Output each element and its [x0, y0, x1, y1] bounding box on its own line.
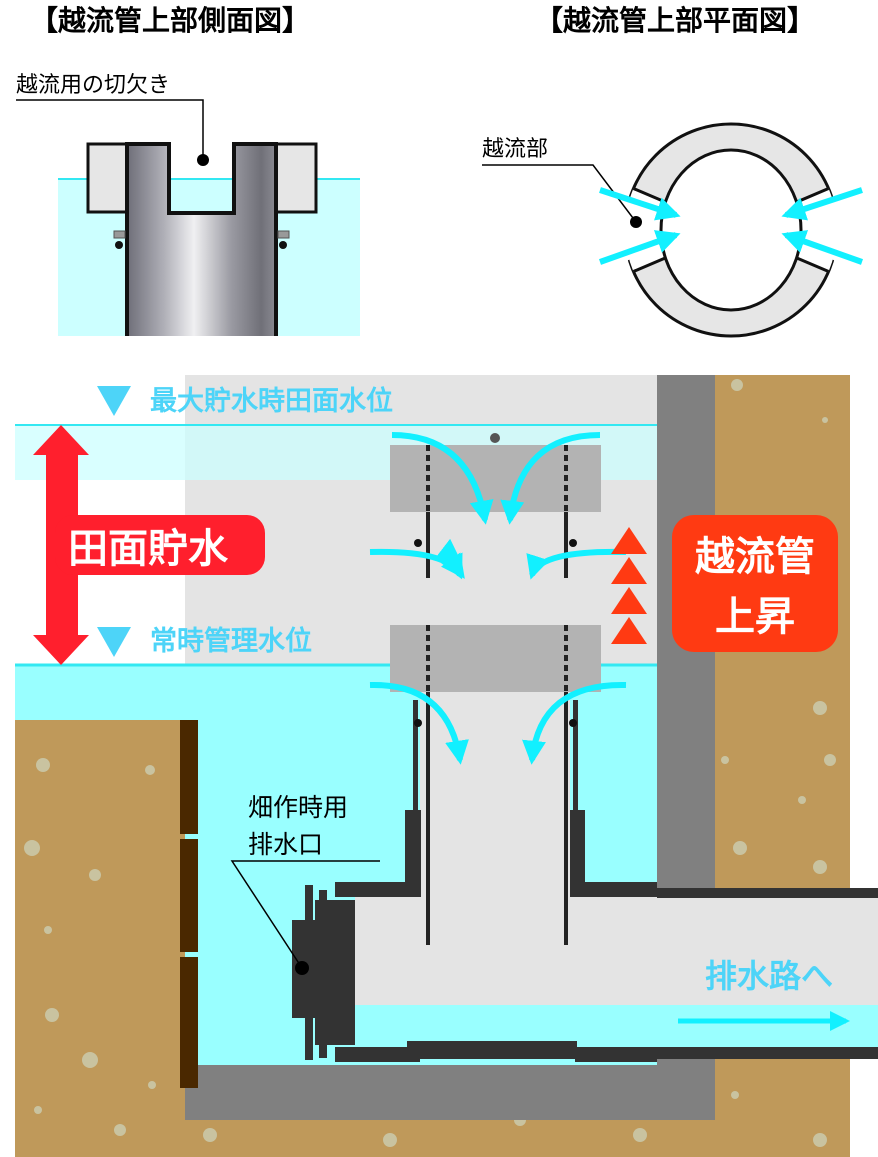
- storage-label: 田面貯水: [68, 526, 229, 572]
- outlet-cap: [292, 885, 355, 1060]
- overflow-flow-arrows: [369, 432, 627, 765]
- overflow-pointer-dot: [630, 216, 642, 228]
- drain-pipe-water: [355, 1005, 878, 1047]
- outlet-leader-line: [230, 860, 380, 969]
- o-ring-left: [113, 230, 126, 249]
- overflow-leader-line: [482, 164, 637, 223]
- normal-level-label: 常時管理水位: [150, 625, 312, 657]
- overflow-pipe-raised: [390, 433, 601, 578]
- max-level-marker-icon: [97, 386, 131, 416]
- collar-left: [86, 142, 130, 214]
- plan-view-title: 【越流管上部平面図】: [535, 4, 815, 37]
- normal-level-marker-icon: [97, 627, 131, 657]
- rise-arrows-icon: [611, 527, 647, 644]
- overflow-pipe-notched: [125, 142, 278, 336]
- wooden-board: [180, 720, 198, 1088]
- o-ring-right: [277, 230, 290, 249]
- max-level-label: 最大貯水時田面水位: [150, 385, 393, 417]
- collar-right: [274, 142, 318, 214]
- pipe-rise-box: [672, 515, 838, 652]
- side-view: 【越流管上部側面図】 越流用の切欠き: [16, 4, 360, 336]
- plan-ring: [600, 122, 862, 338]
- drain-pipe-interior: [355, 897, 878, 1005]
- storage-label-box: [55, 515, 265, 575]
- pipe-rise-label-1: 越流管: [695, 534, 815, 580]
- overflow-part-label: 越流部: [482, 137, 548, 162]
- outlet-label-2: 排水口: [248, 830, 323, 859]
- riser-interior: [420, 692, 570, 902]
- notch-pointer-dot: [197, 154, 209, 166]
- notch-leader-line: [16, 99, 204, 160]
- concrete-slab: [185, 1065, 715, 1120]
- cross-section: 最大貯水時田面水位 常時管理水位 田面貯水 越流管 上昇 畑作時用 排水口 排水…: [15, 375, 878, 1157]
- drain-pipe-walls: [335, 700, 878, 1062]
- outlet-label-1: 畑作時用: [248, 793, 348, 822]
- overflow-pipe-normal: [390, 625, 601, 945]
- notch-label: 越流用の切欠き: [16, 73, 170, 98]
- pipe-rise-label-2: 上昇: [715, 594, 795, 640]
- outlet-pointer-dot: [295, 961, 309, 975]
- plan-inflow-arrows: [598, 187, 864, 265]
- drain-label: 排水路へ: [705, 957, 833, 995]
- plan-view: 【越流管上部平面図】 越流部: [482, 4, 864, 338]
- side-view-title: 【越流管上部側面図】: [30, 4, 310, 37]
- tank-air-space: [185, 375, 657, 665]
